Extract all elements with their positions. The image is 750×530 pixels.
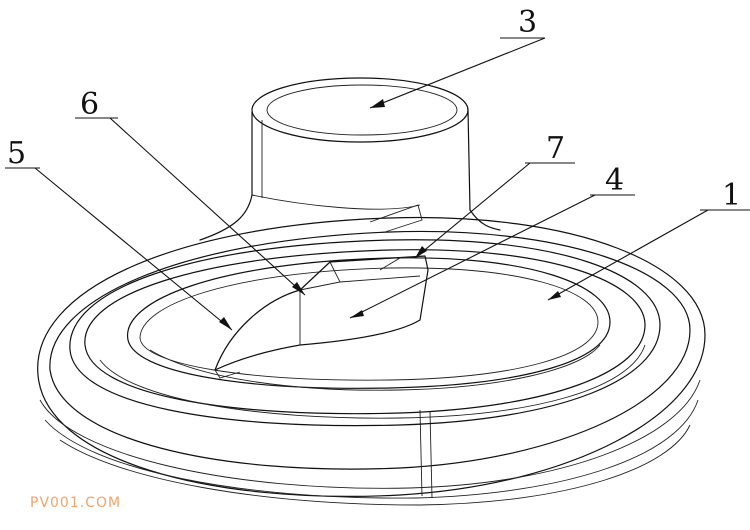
callout-1: 1 xyxy=(722,178,741,213)
leader-lines xyxy=(5,37,750,331)
central-boss xyxy=(199,77,501,241)
callout-6: 6 xyxy=(80,87,99,122)
callout-4: 4 xyxy=(605,163,624,198)
callout-labels: 3 6 5 7 4 1 xyxy=(7,5,741,213)
inner-rim xyxy=(69,239,661,427)
arrowheads xyxy=(219,99,561,330)
callout-3: 3 xyxy=(518,5,537,40)
callout-5: 5 xyxy=(7,136,26,171)
outer-ring xyxy=(37,216,706,506)
callout-7: 7 xyxy=(546,131,565,166)
watermark-text: PV001.COM xyxy=(30,495,122,511)
internal-vane xyxy=(214,255,429,379)
inner-opening xyxy=(127,257,611,391)
